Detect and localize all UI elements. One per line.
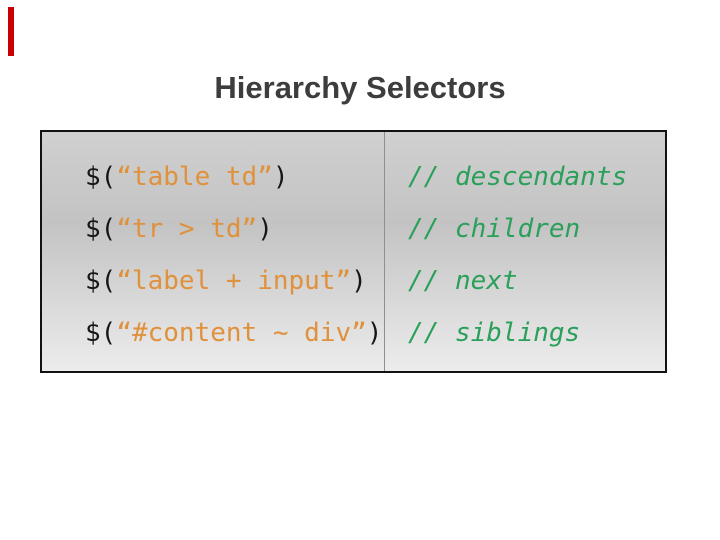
code-suffix: ) — [272, 162, 289, 192]
selector-string: “tr > td” — [116, 214, 258, 244]
selector-comment: // next — [408, 266, 518, 296]
code-row-siblings: $(“#content ~ div”) // siblings — [42, 307, 665, 359]
code-suffix: ) — [351, 266, 367, 296]
code-prefix: $( — [85, 318, 117, 348]
code-suffix: ) — [257, 214, 273, 244]
selector-string: “table td” — [116, 162, 273, 192]
code-prefix: $( — [85, 214, 117, 244]
selector-string: “label + input” — [116, 266, 352, 296]
code-rows: $(“table td”) // descendants $(“tr > td”… — [42, 151, 665, 359]
code-prefix: $( — [85, 266, 117, 296]
red-accent-bar — [8, 7, 14, 56]
selector-comment: // descendants — [408, 162, 628, 192]
selector-comment: // siblings — [408, 318, 581, 348]
selector-code: $(“tr > td”) — [42, 214, 384, 244]
code-row-next: $(“label + input”) // next — [42, 255, 665, 307]
code-row-children: $(“tr > td”) // children — [42, 203, 665, 255]
code-row-descendants: $(“table td”) // descendants — [42, 151, 665, 203]
selector-string: “#content ~ div” — [116, 318, 367, 348]
code-suffix: ) — [366, 318, 383, 348]
selector-comment: // children — [408, 214, 581, 244]
code-panel: $(“table td”) // descendants $(“tr > td”… — [40, 130, 667, 373]
page-title: Hierarchy Selectors — [214, 70, 506, 105]
selector-code: $(“table td”) — [42, 162, 384, 192]
code-prefix: $( — [85, 162, 117, 192]
column-divider — [384, 132, 385, 371]
selector-code: $(“label + input”) — [42, 266, 384, 296]
selector-code: $(“#content ~ div”) — [42, 318, 384, 348]
